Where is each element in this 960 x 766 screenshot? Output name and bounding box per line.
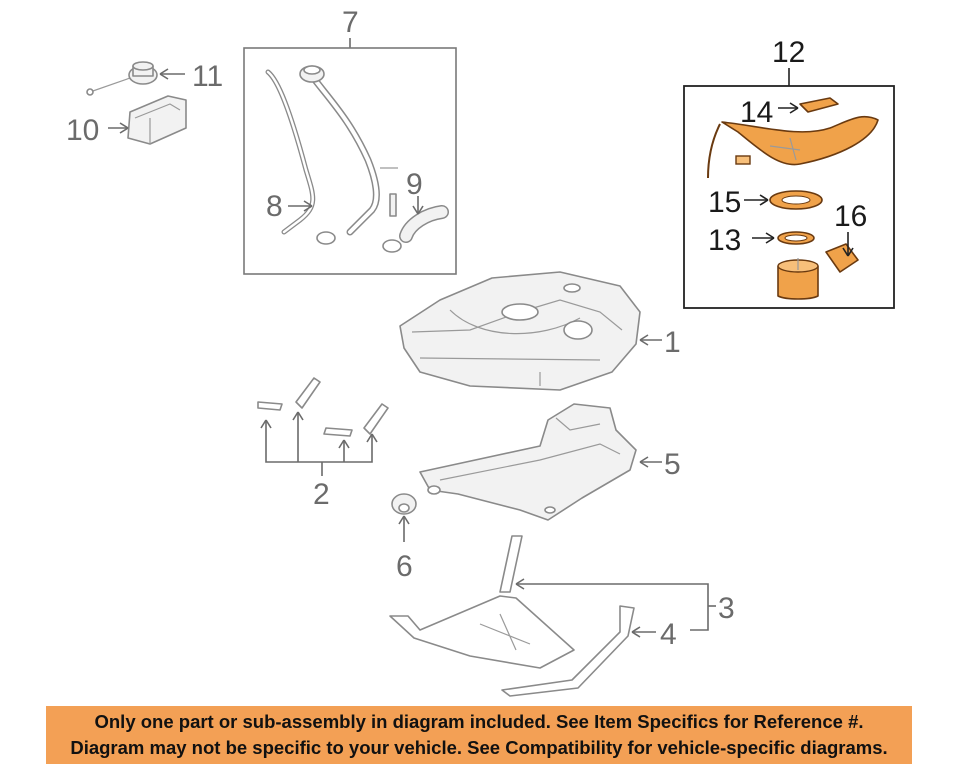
part-1-fuel-tank [399,271,662,391]
filler-pipe [299,65,398,245]
part-9-hose [382,193,449,253]
callout-4: 4 [660,618,677,651]
callout-15: 15 [708,186,741,219]
part-12-sender-flange [707,115,879,179]
disclaimer-line-1: Only one part or sub-assembly in diagram… [94,711,864,732]
callout-7: 7 [342,6,359,39]
disclaimer-banner: Only one part or sub-assembly in diagram… [46,706,912,764]
part-15-seal [744,190,823,210]
part-6-bumper [391,493,417,542]
callout-10: 10 [66,114,99,147]
callout-11: 11 [192,60,223,93]
callout-16: 16 [834,200,867,233]
part-13-ring [752,231,815,245]
part-10-fuel-door-housing [108,95,187,145]
callout-1: 1 [664,326,681,359]
callout-13: 13 [708,224,741,257]
callout-14: 14 [740,96,773,129]
callout-8: 8 [266,190,283,223]
parts-diagram: 11 10 7 8 9 12 14 [66,6,895,697]
part-16-bracket [825,232,859,273]
disclaimer-line-2: Diagram may not be specific to your vehi… [70,737,888,758]
part-14-retainer [778,97,839,114]
part-11-fuel-cap [86,61,185,96]
part-8-vent-tube [265,69,316,235]
part-5-shield [419,403,662,521]
box-7-outline [243,47,457,275]
callout-6: 6 [396,550,413,583]
part-2-insulators [257,377,389,476]
callout-12: 12 [772,36,805,69]
callout-3: 3 [718,592,735,625]
callout-2: 2 [313,478,330,511]
fuel-pump-module [777,258,819,300]
box-12-outline [683,85,895,309]
callout-9: 9 [406,168,423,201]
part-3-strap-and-plate [389,535,716,697]
part-4-strap [631,626,656,638]
callout-5: 5 [664,448,681,481]
